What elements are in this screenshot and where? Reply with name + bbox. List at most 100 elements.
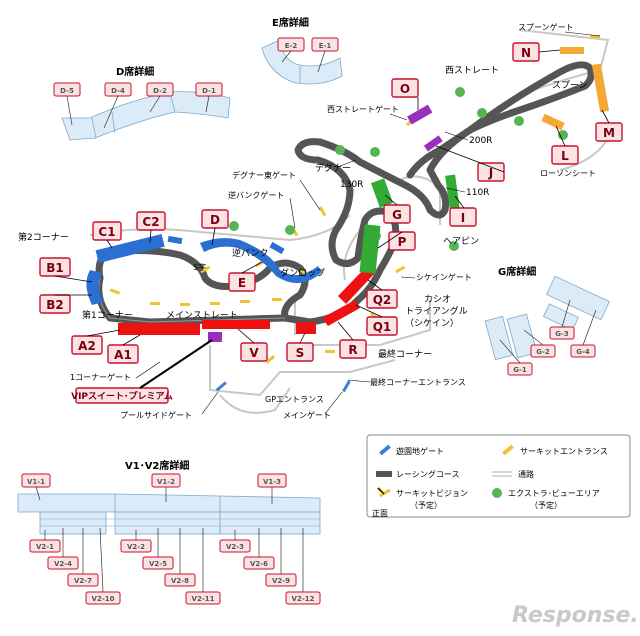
g-seat-blocks	[484, 275, 610, 361]
label-gp-entrance: GPエントランス	[265, 395, 324, 404]
stand-p-block	[359, 224, 381, 274]
svg-text:V: V	[249, 346, 259, 360]
label-main-gate: メインゲート	[283, 410, 331, 420]
badge-m[interactable]: M	[595, 122, 623, 142]
stand-a-block	[118, 323, 200, 335]
badge-l[interactable]: L	[551, 145, 579, 165]
e-detail-title: E席詳細	[272, 16, 309, 29]
v-seat-v2-1[interactable]: V2-1	[29, 539, 61, 553]
label-130r: 130R	[340, 180, 363, 190]
badge-c1[interactable]: C1	[92, 221, 122, 241]
label-last-corner: 最終コーナー	[378, 348, 432, 360]
label-main-straight: メインストレート	[166, 311, 238, 321]
label-last-corner-entrance: 最終コーナーエントランス	[370, 377, 466, 387]
badge-d[interactable]: D	[201, 209, 229, 229]
badge-g[interactable]: G	[383, 204, 411, 224]
v-seat-v2-7[interactable]: V2-7	[67, 573, 99, 587]
label-spoon-gate: スプーンゲート	[518, 22, 574, 32]
v-seat-v2-11[interactable]: V2-11	[185, 591, 221, 605]
svg-text:V2-12: V2-12	[292, 595, 315, 603]
v-seat-v2-9[interactable]: V2-9	[265, 573, 297, 587]
v-seat-v2-3[interactable]: V2-3	[219, 539, 251, 553]
svg-text:VIPスイート･プレミアム: VIPスイート･プレミアム	[71, 390, 173, 402]
d-seat-arc	[61, 91, 231, 141]
badge-b2[interactable]: B2	[39, 294, 71, 314]
watermark: Response.	[512, 603, 639, 628]
v-seat-v2-5[interactable]: V2-5	[142, 556, 174, 570]
badge-a1[interactable]: A1	[107, 344, 139, 364]
badge-p[interactable]: P	[388, 231, 416, 251]
svg-text:D-4: D-4	[111, 87, 125, 95]
stand-m-block	[591, 63, 610, 113]
d-seat-d4[interactable]: D-4	[104, 82, 132, 97]
svg-text:R: R	[348, 343, 357, 357]
d-seat-d1[interactable]: D-1	[195, 82, 223, 97]
svg-text:L: L	[561, 149, 569, 163]
stands	[86, 47, 610, 342]
svg-text:B2: B2	[46, 298, 64, 312]
v-seat-v1-2[interactable]: V1-2	[151, 473, 181, 488]
svg-text:D-1: D-1	[202, 87, 216, 95]
badge-v[interactable]: V	[240, 342, 268, 362]
badge-q1[interactable]: Q1	[366, 316, 398, 336]
badge-j[interactable]: J	[477, 162, 505, 182]
svg-text:D-2: D-2	[153, 87, 167, 95]
svg-text:E-1: E-1	[319, 42, 332, 50]
badge-n[interactable]: N	[512, 42, 540, 62]
label-triangle: トライアングル	[405, 305, 468, 317]
g-seat-g3[interactable]: G-3	[549, 326, 575, 340]
g-seat-g1[interactable]: G-1	[507, 362, 533, 376]
e-seat-e1[interactable]: E-1	[311, 37, 339, 52]
badge-i[interactable]: I	[449, 207, 477, 227]
label-corner1-gate: 1コーナーゲート	[70, 372, 131, 382]
badge-e[interactable]: E	[228, 272, 256, 292]
stand-v-block	[202, 320, 270, 329]
v-seat-v1-1[interactable]: V1-1	[21, 473, 51, 488]
e-seat-e2[interactable]: E-2	[277, 37, 305, 52]
g-seat-g4[interactable]: G-4	[570, 344, 596, 358]
badge-vip[interactable]: VIPスイート･プレミアム	[71, 387, 173, 404]
v-seat-v2-12[interactable]: V2-12	[285, 591, 321, 605]
v-seat-v2-4[interactable]: V2-4	[47, 556, 79, 570]
badge-a2[interactable]: A2	[71, 335, 103, 355]
label-reverse-bank-gate: 逆バンクゲート	[228, 190, 284, 200]
badge-c2[interactable]: C2	[136, 211, 166, 231]
v-seat-v2-10[interactable]: V2-10	[85, 591, 121, 605]
stand-o-block	[407, 104, 433, 125]
badge-o[interactable]: O	[391, 78, 419, 98]
g-seat-g2[interactable]: G-2	[530, 344, 556, 358]
stand-s-block	[296, 322, 316, 334]
v-seat-v1-3[interactable]: V1-3	[257, 473, 287, 488]
svg-text:G-4: G-4	[576, 348, 590, 356]
legend-front: 正面	[372, 509, 388, 518]
legend-extra-view: エクストラ･ビューエリア	[508, 489, 600, 498]
svg-text:V2-5: V2-5	[149, 560, 167, 568]
svg-text:Q1: Q1	[373, 320, 392, 334]
stand-b-block	[86, 270, 104, 305]
d-seat-d2[interactable]: D-2	[146, 82, 174, 97]
svg-text:V2-2: V2-2	[127, 543, 145, 551]
d-seat-d5[interactable]: D-5	[53, 82, 81, 97]
badge-b1[interactable]: B1	[39, 257, 71, 277]
svg-text:P: P	[398, 235, 407, 249]
extra-view-dots	[229, 87, 568, 251]
v-seat-v2-6[interactable]: V2-6	[243, 556, 275, 570]
badge-s[interactable]: S	[286, 342, 314, 362]
label-casio: カシオ	[424, 294, 451, 305]
v-seat-v2-8[interactable]: V2-8	[164, 573, 196, 587]
badge-q2[interactable]: Q2	[366, 289, 398, 309]
d-detail-title: D席詳細	[116, 65, 154, 78]
svg-text:V2-9: V2-9	[272, 577, 290, 585]
svg-text:G-3: G-3	[555, 330, 569, 338]
badge-r[interactable]: R	[339, 339, 367, 359]
svg-text:Q2: Q2	[373, 293, 392, 307]
v-seat-v2-2[interactable]: V2-2	[120, 539, 152, 553]
park-gate-markers	[215, 380, 351, 393]
label-reverse-bank: 逆バンク	[232, 247, 268, 259]
stand-j-block	[423, 135, 443, 152]
legend-park-gate: 遊園地ゲート	[396, 446, 444, 456]
label-110r: 110R	[466, 188, 489, 198]
label-chicane-gate: シケインゲート	[416, 272, 472, 282]
svg-text:V2-8: V2-8	[171, 577, 189, 585]
